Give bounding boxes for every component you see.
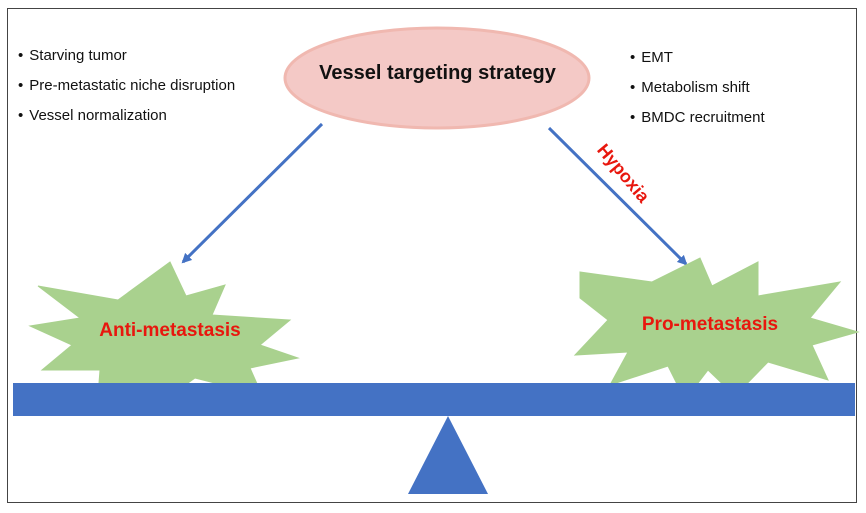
pro-metastasis-burst <box>573 257 860 401</box>
left-bullet-item: Pre-metastatic niche disruption <box>18 76 235 106</box>
arrow-to-anti <box>181 122 324 264</box>
right-bullet-item: BMDC recruitment <box>630 108 764 138</box>
balance-fulcrum <box>408 416 488 494</box>
figure-frame <box>7 8 857 503</box>
pro-metastasis-label: Pro-metastasis <box>641 314 779 335</box>
right-bullet-list: EMT Metabolism shift BMDC recruitment <box>630 48 765 138</box>
arrow-to-pro <box>547 126 688 266</box>
right-bullet-item: EMT <box>630 48 765 78</box>
strategy-title: Vessel targeting strategy <box>319 62 556 84</box>
anti-metastasis-label: Anti-metastasis <box>99 320 241 341</box>
right-bullet-item: Metabolism shift <box>630 78 765 108</box>
left-bullet-item: Starving tumor <box>18 46 235 76</box>
strategy-oval <box>283 26 591 130</box>
left-bullet-list: Starving tumor Pre-metastatic niche disr… <box>18 46 235 136</box>
left-bullet-item: Vessel normalization <box>18 106 235 136</box>
balance-beam <box>13 383 855 416</box>
